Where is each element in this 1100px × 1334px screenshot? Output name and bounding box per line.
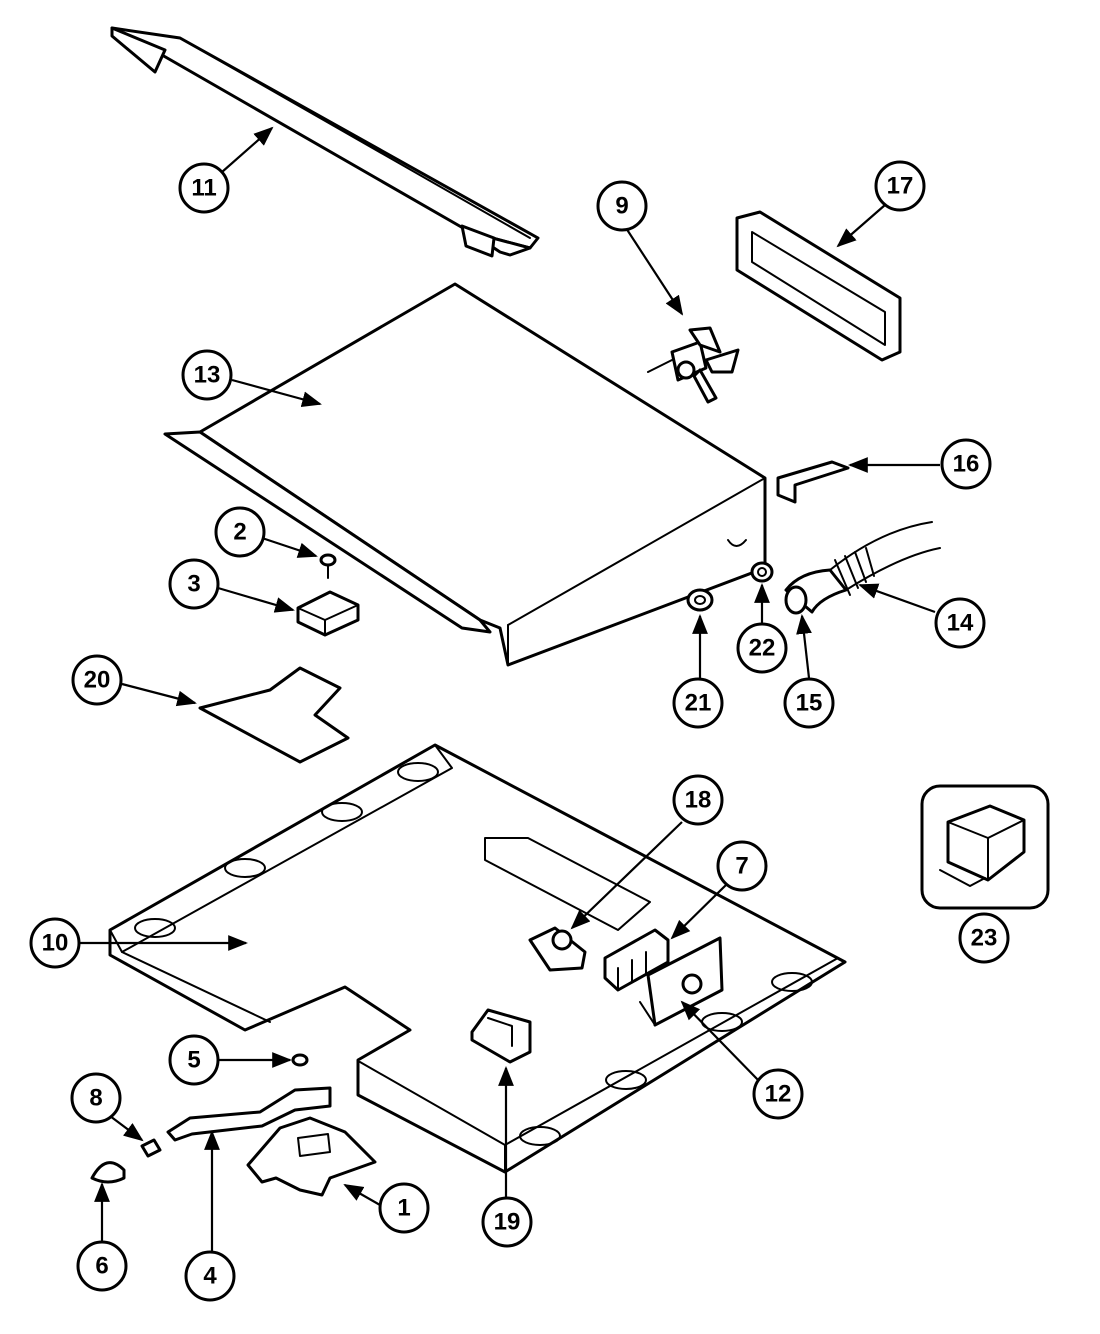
svg-text:3: 3	[187, 571, 200, 598]
part-12-switch-bracket	[639, 936, 724, 1027]
part-23-relay-box	[920, 784, 1050, 910]
svg-text:21: 21	[685, 690, 712, 717]
callout-11: 11	[178, 162, 230, 214]
svg-text:22: 22	[749, 635, 776, 662]
part-17-panel-frame	[735, 210, 902, 362]
callout-3: 3	[168, 558, 220, 610]
callout-7: 7	[716, 840, 768, 892]
part-1-latch	[246, 1116, 377, 1197]
callout-21: 21	[672, 677, 724, 729]
part-21-grommet	[686, 588, 714, 612]
callout-4: 4	[184, 1250, 236, 1302]
part-13-cover-panel	[163, 282, 767, 667]
svg-text:16: 16	[953, 451, 980, 478]
svg-text:14: 14	[947, 610, 974, 637]
callout-23: 23	[958, 912, 1010, 964]
svg-text:8: 8	[89, 1085, 102, 1112]
callout-6: 6	[76, 1240, 128, 1292]
part-20-insulation-sheet	[198, 666, 350, 764]
part-9-fan-motor	[647, 326, 740, 404]
svg-text:12: 12	[765, 1081, 792, 1108]
callout-19: 19	[481, 1196, 533, 1248]
svg-text:9: 9	[615, 193, 628, 220]
part-2-screw	[319, 553, 337, 579]
callout-8: 8	[70, 1072, 122, 1124]
part-4-lever	[166, 1086, 332, 1142]
part-11-trim-rail	[110, 26, 540, 258]
svg-text:2: 2	[233, 519, 246, 546]
svg-text:1: 1	[397, 1195, 410, 1222]
callout-5: 5	[168, 1034, 220, 1086]
part-19-relay	[470, 1008, 532, 1064]
part-16-bracket	[776, 460, 850, 504]
svg-text:18: 18	[685, 787, 712, 814]
callout-17: 17	[874, 160, 926, 212]
callout-9: 9	[596, 180, 648, 232]
svg-text:5: 5	[187, 1047, 200, 1074]
callout-2: 2	[214, 506, 266, 558]
svg-text:6: 6	[95, 1253, 108, 1280]
svg-text:23: 23	[971, 925, 998, 952]
callout-18: 18	[672, 774, 724, 826]
part-15-elbow-fitting	[784, 568, 848, 615]
part-14-conduit	[829, 521, 941, 596]
callout-12: 12	[752, 1068, 804, 1120]
part-22-grommet	[750, 561, 774, 583]
part-3-block	[296, 590, 360, 637]
callout-13: 13	[181, 349, 233, 401]
callout-16: 16	[940, 438, 992, 490]
svg-text:20: 20	[84, 667, 111, 694]
part-6-knob-cap	[90, 1161, 126, 1184]
svg-text:19: 19	[494, 1209, 521, 1236]
part-10-base-panel	[108, 743, 847, 1174]
svg-text:13: 13	[194, 362, 221, 389]
callout-10: 10	[29, 917, 81, 969]
part-5-screw	[291, 1053, 309, 1067]
part-7-terminal-block	[603, 928, 670, 992]
callout-1: 1	[378, 1182, 430, 1234]
part-8-small-pad	[140, 1138, 162, 1158]
part-18-sensor	[528, 926, 587, 972]
callout-22: 22	[736, 622, 788, 674]
svg-text:10: 10	[42, 930, 69, 957]
svg-text:7: 7	[735, 853, 748, 880]
svg-text:4: 4	[203, 1263, 217, 1290]
svg-text:15: 15	[796, 690, 823, 717]
leader-lines	[80, 126, 940, 1252]
svg-text:17: 17	[887, 173, 914, 200]
callout-14: 14	[934, 597, 986, 649]
callout-15: 15	[783, 677, 835, 729]
svg-text:11: 11	[191, 175, 216, 202]
callout-20: 20	[71, 654, 123, 706]
